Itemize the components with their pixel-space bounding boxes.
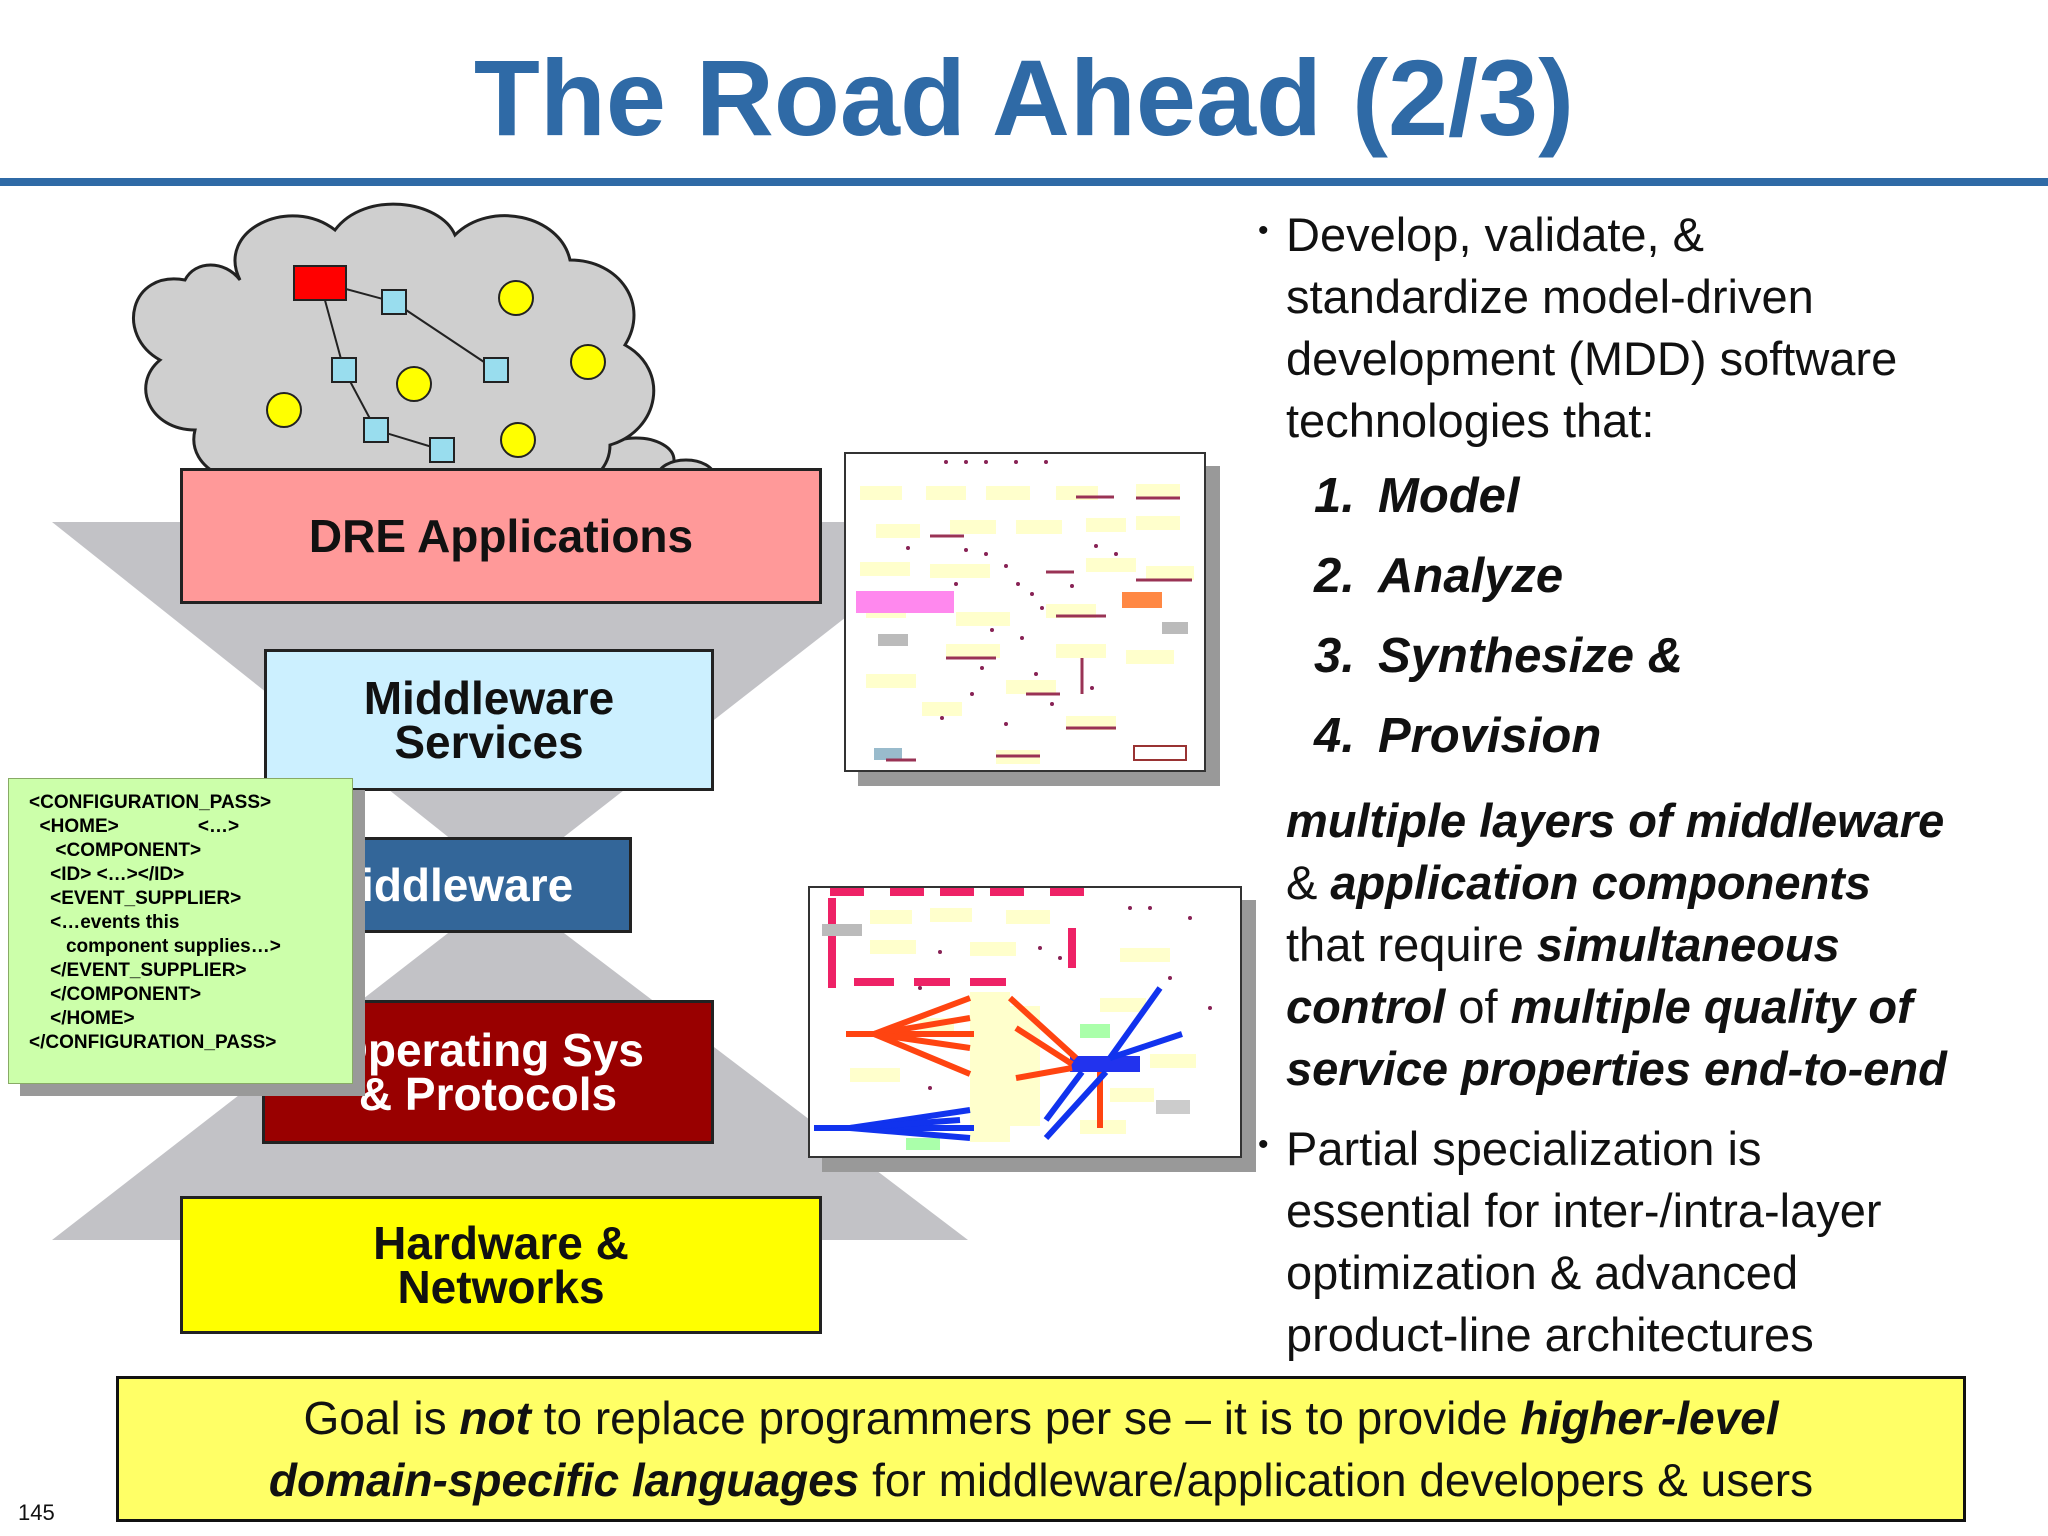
emph-text: application components: [1330, 856, 1871, 909]
xml-line: <EVENT_SUPPLIER>: [29, 888, 242, 909]
yellow-node: [570, 344, 606, 380]
bullet2-line: optimization & advanced: [1286, 1246, 1799, 1299]
step-number: 4.: [1314, 709, 1355, 763]
hardware-label-line1: Hardware &: [373, 1217, 629, 1269]
bullet2-line: essential for inter-/intra-layer: [1286, 1184, 1882, 1237]
step-provision: 4. Provision: [1314, 708, 1601, 764]
model-diagram-graphic: [856, 460, 1194, 764]
emph-text: multiple layers of middleware: [1286, 794, 1945, 847]
step-synthesize: 3. Synthesize &: [1314, 628, 1683, 684]
plain-text: &: [1286, 856, 1331, 909]
xml-line: component supplies…>: [29, 936, 281, 957]
bullet-dot: •: [1258, 214, 1269, 247]
deployment-diagram-thumbnail: [808, 886, 1242, 1158]
middleware-label: Middleware: [322, 859, 574, 911]
continuation-line: multiple layers of middleware: [1286, 790, 1947, 852]
dre-applications-label: DRE Applications: [308, 510, 694, 562]
cyan-node: [381, 289, 407, 315]
bullet-mdd-technologies: • Develop, validate, & standardize model…: [1258, 204, 1897, 452]
page-number: 145: [18, 1500, 55, 1525]
cyan-node: [363, 417, 389, 443]
dre-applications-layer: DRE Applications: [180, 468, 822, 604]
bullet-partial-lines: Partial specialization is essential for …: [1286, 1118, 1882, 1366]
red-node: [293, 265, 347, 301]
bullet2-line: product-line architectures: [1286, 1308, 1814, 1361]
step-number: 1.: [1314, 469, 1355, 523]
xml-line: <CONFIGURATION_PASS>: [29, 792, 272, 813]
cyan-node: [429, 437, 455, 463]
goal-box: Goal is not to replace programmers per s…: [116, 1376, 1966, 1522]
yellow-node: [498, 280, 534, 316]
model-diagram-thumbnail: [844, 452, 1206, 772]
emph-text: not: [459, 1392, 531, 1444]
goal-line-1: Goal is not to replace programmers per s…: [119, 1387, 1963, 1449]
emph-text: domain-specific languages: [268, 1454, 860, 1506]
bullet1-line: development (MDD) software: [1286, 332, 1898, 385]
emph-text: simultaneous: [1536, 918, 1840, 971]
cyan-node: [483, 357, 509, 383]
xml-line: <ID> <…></ID>: [29, 864, 185, 885]
xml-line: <COMPONENT>: [29, 840, 202, 861]
step-label: Model: [1378, 469, 1520, 523]
middleware-services-layer: Middleware Services: [264, 649, 714, 791]
goal-line-2: domain-specific languages for middleware…: [119, 1449, 1963, 1511]
title-rule: [0, 178, 2048, 186]
continuation-line: that require simultaneous: [1286, 914, 1947, 976]
xml-line: </EVENT_SUPPLIER>: [29, 960, 247, 981]
step-number: 2.: [1314, 549, 1355, 603]
bullet1-line: Develop, validate, &: [1286, 208, 1705, 261]
slide-title: The Road Ahead (2/3): [473, 37, 1575, 158]
step-label: Analyze: [1378, 549, 1564, 603]
plain-text: that require: [1286, 918, 1537, 971]
bullet1-line: technologies that:: [1286, 394, 1655, 447]
hardware-networks-layer: Hardware & Networks: [180, 1196, 822, 1334]
continuation-line: & application components: [1286, 852, 1947, 914]
operating-sys-layer: Operating Sys & Protocols: [262, 1000, 714, 1144]
plain-text: of: [1445, 980, 1511, 1033]
step-label: Synthesize &: [1378, 629, 1683, 683]
bullet1-line: standardize model-driven: [1286, 270, 1814, 323]
step-analyze: 2. Analyze: [1314, 548, 1563, 604]
emph-text: service properties end-to-end: [1286, 1042, 1947, 1095]
yellow-node: [500, 422, 536, 458]
continuation-line: control of multiple quality of: [1286, 976, 1947, 1038]
step-model: 1. Model: [1314, 468, 1520, 524]
bullet2-line: Partial specialization is: [1286, 1122, 1762, 1175]
continuation-text: multiple layers of middleware & applicat…: [1286, 790, 1947, 1100]
plain-text: Goal is: [303, 1392, 460, 1444]
emph-text: higher-level: [1520, 1392, 1779, 1444]
xml-line: </HOME>: [29, 1008, 135, 1029]
step-number: 3.: [1314, 629, 1355, 683]
bullet-dot: •: [1258, 1128, 1269, 1161]
yellow-node: [266, 392, 302, 428]
deployment-diagram-graphic: [814, 888, 1212, 1150]
bullet-mdd-lines: Develop, validate, & standardize model-d…: [1286, 204, 1897, 452]
middleware-services-label-line2: Services: [394, 716, 584, 768]
xml-line: </CONFIGURATION_PASS>: [29, 1032, 277, 1053]
operating-sys-label-line2: & Protocols: [358, 1068, 618, 1120]
bullet-partial-specialization: • Partial specialization is essential fo…: [1258, 1118, 1882, 1366]
plain-text: for middleware/application developers & …: [859, 1454, 1814, 1506]
cyan-node: [331, 357, 357, 383]
xml-line: </COMPONENT>: [29, 984, 202, 1005]
continuation-line: service properties end-to-end: [1286, 1038, 1947, 1100]
plain-text: to replace programmers per se – it is to…: [530, 1392, 1521, 1444]
emph-text: control: [1286, 980, 1446, 1033]
step-label: Provision: [1378, 709, 1602, 763]
xml-line: <HOME> <…>: [29, 816, 240, 837]
yellow-node: [396, 366, 432, 402]
operating-sys-label-line1: Operating Sys: [332, 1024, 644, 1076]
xml-line: <…events this: [29, 912, 180, 933]
hardware-label-line2: Networks: [397, 1261, 605, 1313]
middleware-services-label-line1: Middleware: [363, 672, 615, 724]
xml-configuration-card: <CONFIGURATION_PASS> <HOME> <…> <COMPONE…: [8, 778, 353, 1084]
emph-text: multiple quality of: [1510, 980, 1913, 1033]
